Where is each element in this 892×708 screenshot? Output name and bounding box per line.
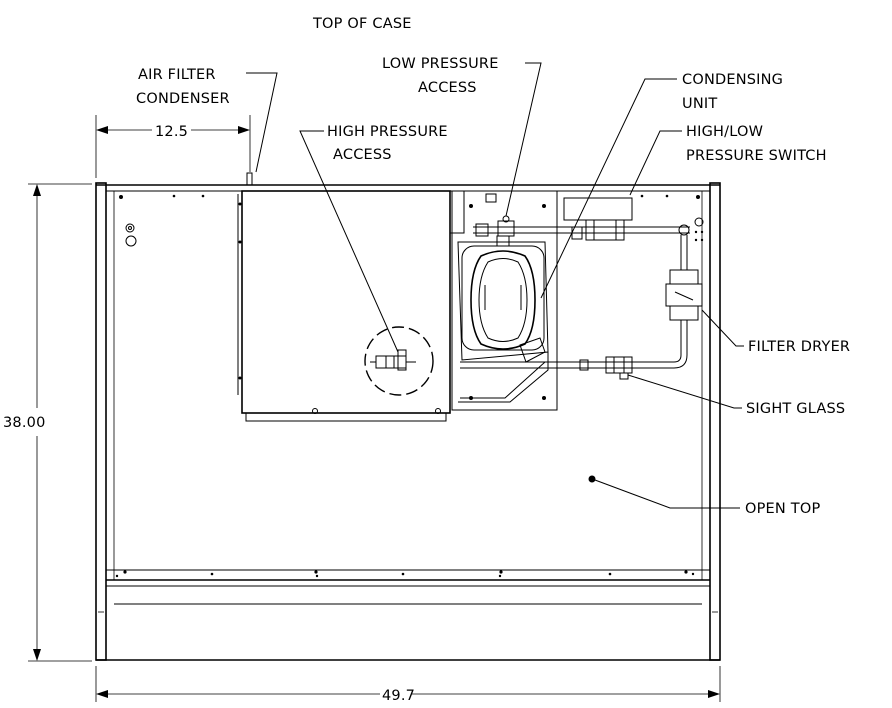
label-air-filter-line1: AIR FILTER [138, 67, 216, 83]
label-sight-glass: SIGHT GLASS [746, 401, 845, 417]
label-high-pressure-line2: ACCESS [333, 147, 392, 163]
dimension-lines [28, 115, 721, 702]
label-open-top: OPEN TOP [745, 501, 820, 517]
case-outline [95, 182, 721, 661]
condensing-unit [449, 190, 558, 411]
label-filter-dryer: FILTER DRYER [748, 339, 850, 355]
refrigerant-lines [460, 197, 703, 380]
leader-lines [246, 62, 744, 509]
dim-width: 49.7 [382, 688, 415, 704]
label-switch-line2: PRESSURE SWITCH [686, 148, 827, 164]
dim-height: 38.00 [3, 415, 46, 431]
label-condensing-line1: CONDENSING [682, 72, 783, 88]
case-fasteners [115, 194, 704, 578]
label-high-pressure-line1: HIGH PRESSURE [327, 124, 448, 140]
label-air-filter-line2: CONDENSER [136, 91, 230, 107]
label-low-pressure-line2: ACCESS [418, 80, 477, 96]
high-pressure-access-valve [364, 326, 434, 396]
open-top-marker [588, 475, 596, 483]
label-condensing-line2: UNIT [682, 96, 717, 112]
label-switch-line1: HIGH/LOW [686, 124, 763, 140]
diagram-title: TOP OF CASE [312, 16, 412, 32]
condenser-panel [237, 172, 451, 422]
dim-left-offset: 12.5 [155, 124, 188, 140]
label-low-pressure-line1: LOW PRESSURE [382, 56, 499, 72]
